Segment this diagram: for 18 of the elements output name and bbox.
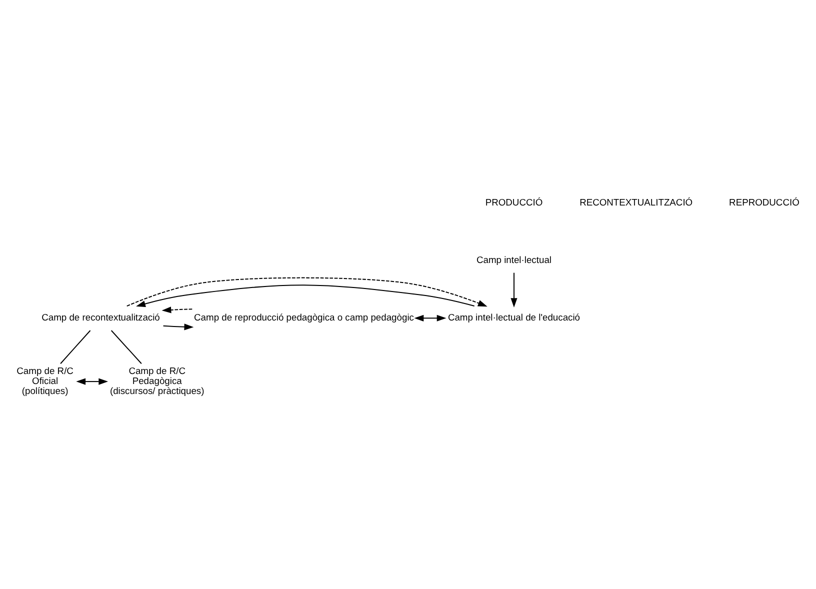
connector [60,330,91,364]
label: RECONTEXTUALITZACIÓ [580,196,693,207]
label: REPRODUCCIÓ [729,196,800,207]
connector [110,330,142,364]
arrow [414,314,446,321]
arrow [162,306,192,313]
node-text: Camp de R/C Pedagògica (discursos/ pràctiques) [110,364,204,396]
node-text: Camp intel·lectual de l'educació [448,311,580,322]
node-text: Camp de reproducció pedagògica o camp pedagògic [194,311,414,322]
arrow [163,323,194,330]
arrow [126,276,488,306]
node-text: Camp de R/C Oficial (polítiques) [16,364,74,396]
arrow [510,272,518,308]
node-text: Camp intel·lectual [476,253,552,264]
node-text: Camp de recontextualització [42,311,160,322]
arrow [76,378,108,384]
arrow [136,284,474,307]
label: PRODUCCIÓ [485,196,543,207]
